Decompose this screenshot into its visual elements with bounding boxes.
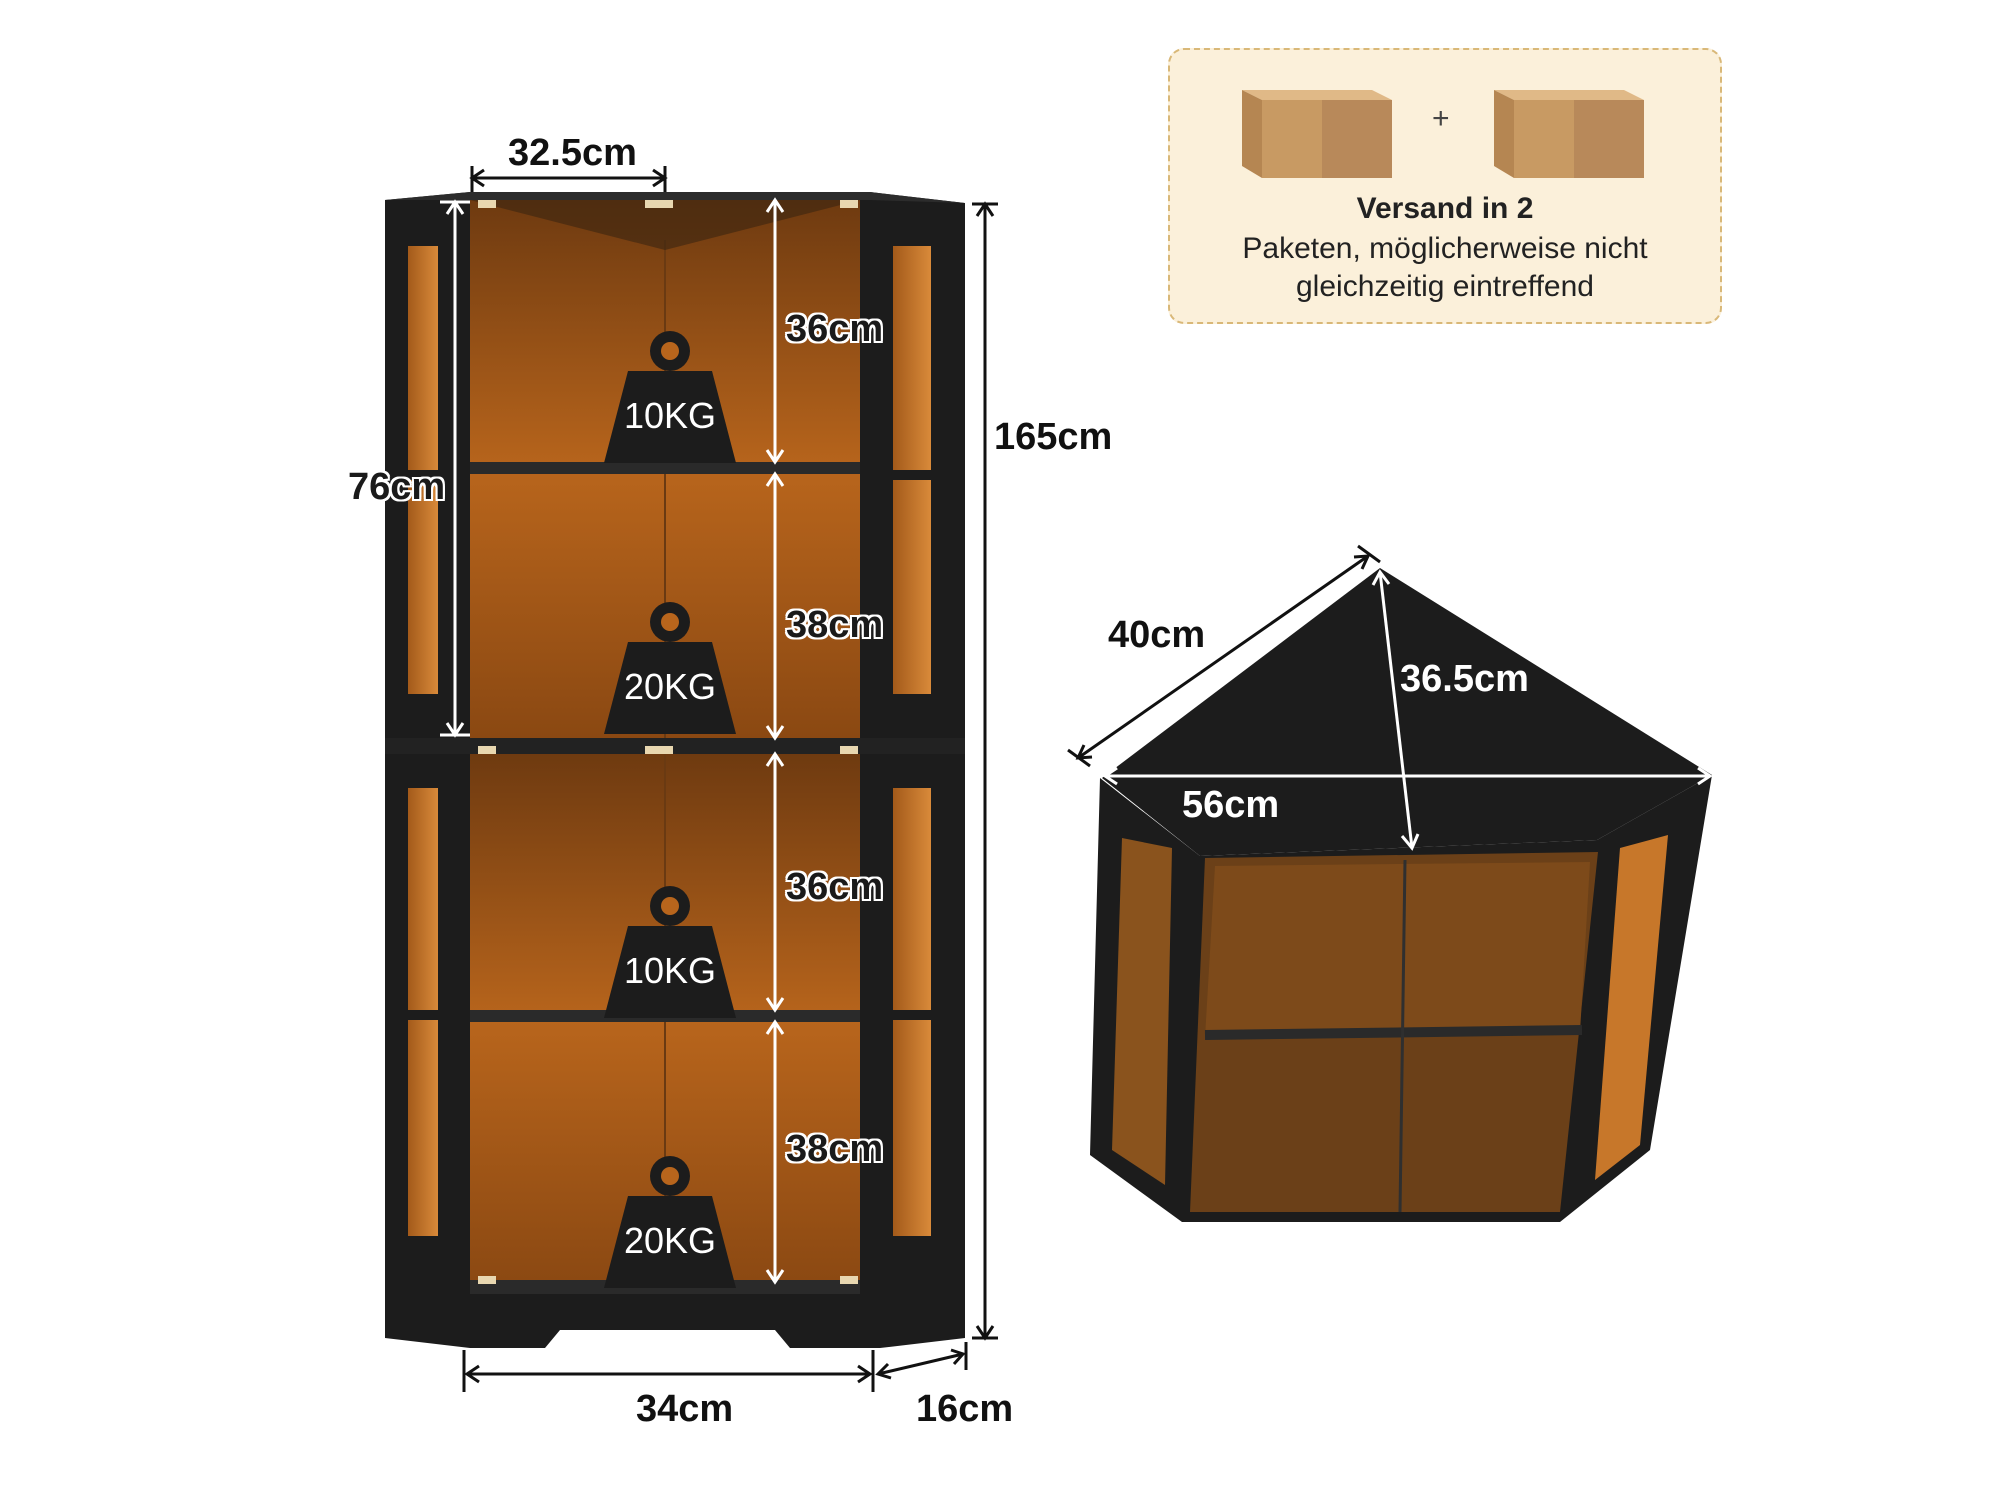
weight-label: 20KG [623,666,717,707]
weight-label: 10KG [623,950,717,991]
weight-icon: 10KG [600,325,740,465]
middle-divider [385,738,965,754]
shipping-line-1: Versand in 2 [1356,192,1534,225]
dim-top-front: 56cm [1182,784,1280,826]
dim-top-depth: 36.5cm [1400,658,1529,700]
shipping-line-2: Paketen, möglicherweise nicht [1242,232,1648,265]
dim-shelf-1: 36cm [786,308,884,350]
top-view-lid [1102,568,1712,856]
weight-label: 20KG [623,1220,717,1261]
dim-side-width: 16cm [916,1388,1014,1430]
dim-shelf-4: 38cm [786,1128,884,1170]
weight-label: 10KG [623,395,717,436]
weight-icon: 20KG [600,1150,740,1290]
dim-total-height: 165cm [994,416,1113,458]
dim-upper-height: 76cm [348,466,446,508]
top-view-right-glass [1595,835,1668,1180]
shipping-notice: + Versand in 2 Paketen, möglicherweise n… [1168,48,1722,324]
package-box-icon [1232,70,1396,180]
dim-shelf-3: 36cm [786,866,884,908]
dim-top-side: 40cm [1108,614,1206,656]
package-box-icon [1484,70,1648,180]
shelf [470,462,860,474]
cabinet-top [385,192,965,203]
plus-sign: + [1432,102,1450,135]
weight-icon: 20KG [600,596,740,736]
weight-icon: 10KG [600,880,740,1020]
dim-top-width: 32.5cm [508,132,637,174]
top-view-left-glass [1112,838,1172,1185]
dim-shelf-2: 38cm [786,604,884,646]
shipping-line-3: gleichzeitig eintreffend [1296,270,1594,303]
dim-front-width: 34cm [636,1388,734,1430]
